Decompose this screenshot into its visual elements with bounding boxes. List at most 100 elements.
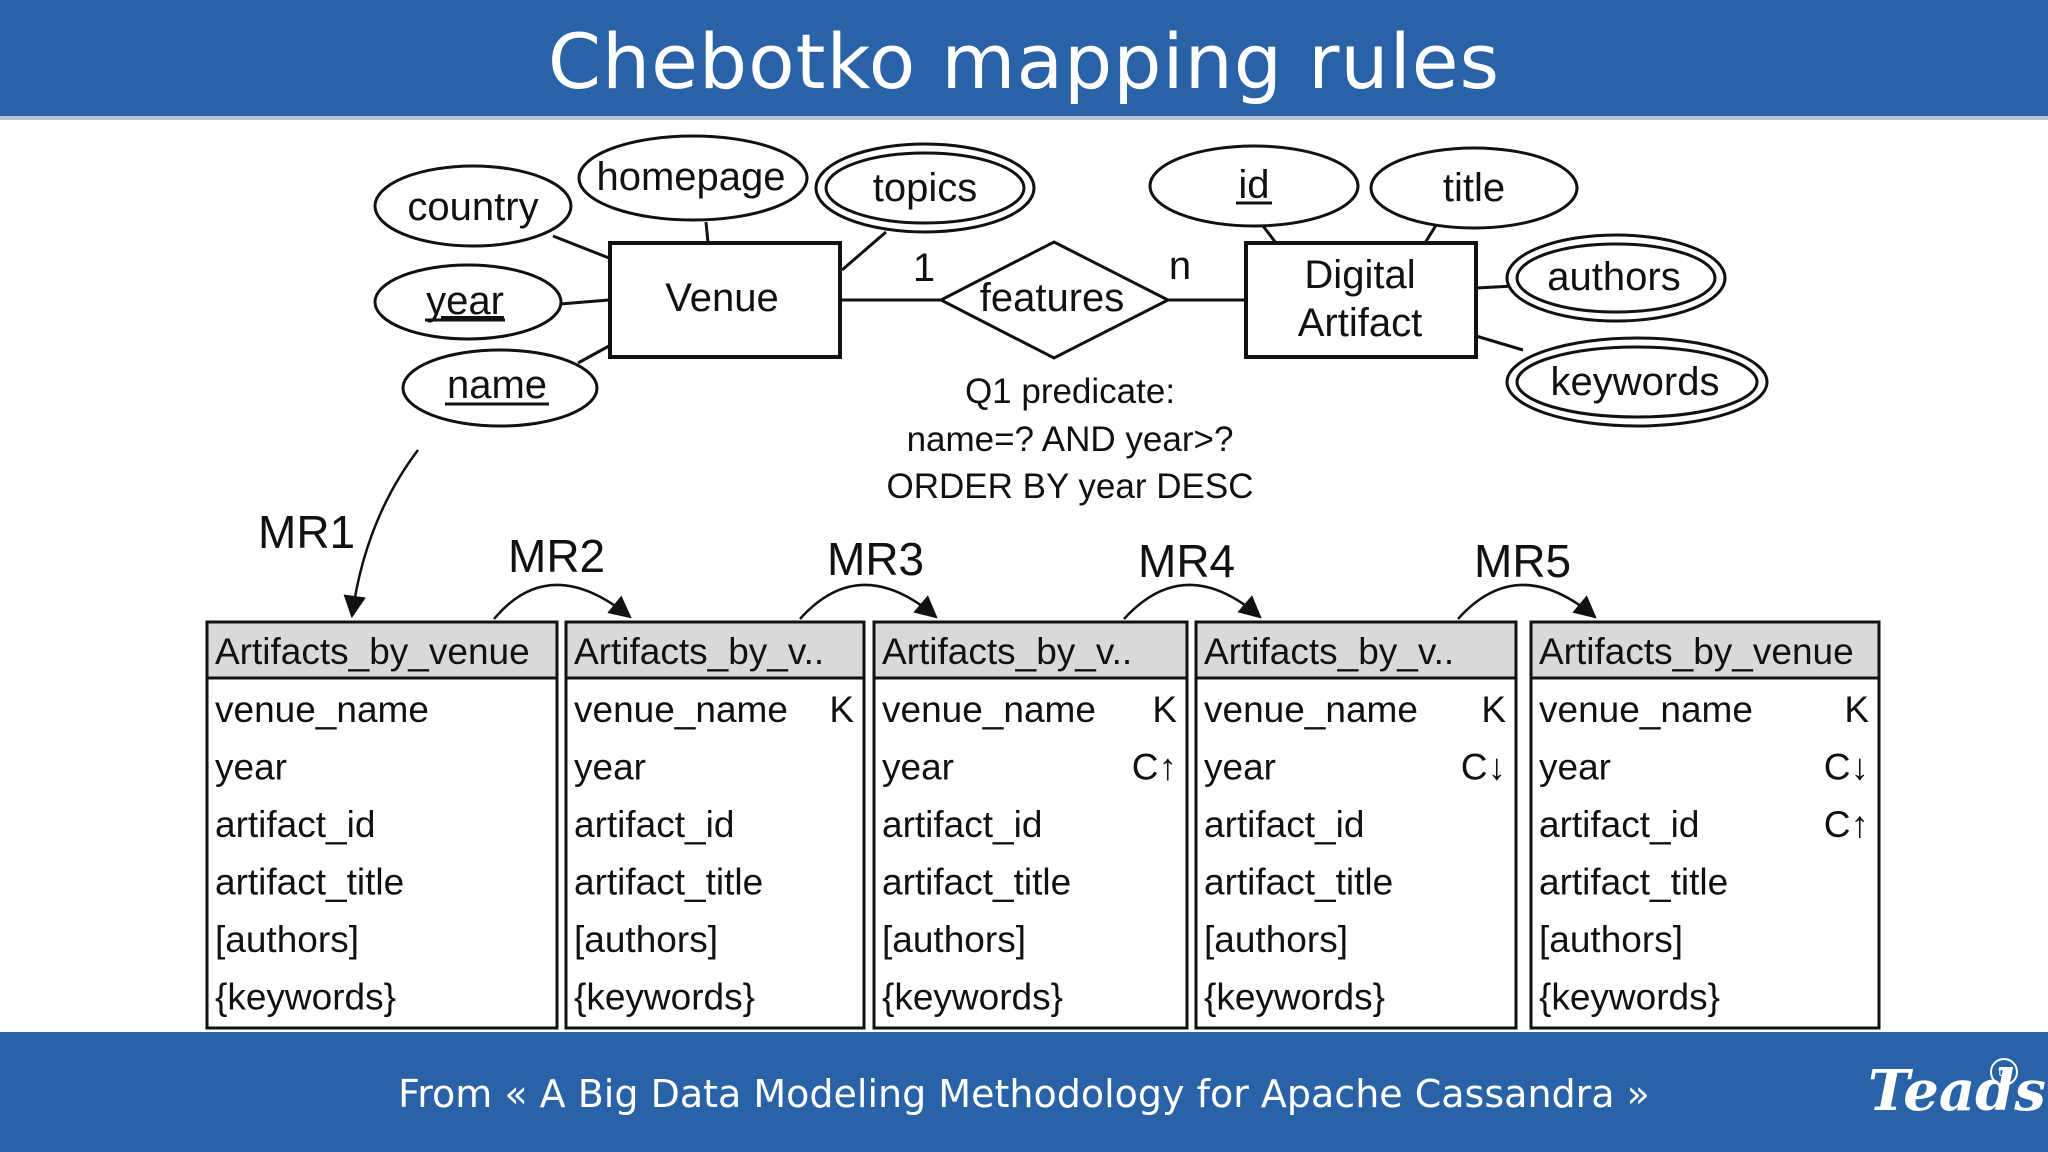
attribute-authors: authors — [1505, 233, 1727, 323]
source-caption: From « A Big Data Modeling Methodology f… — [398, 1072, 1650, 1116]
table-border — [1194, 620, 1518, 1030]
column-name: {keywords} — [882, 977, 1063, 1018]
column-name: year — [882, 747, 954, 788]
column-key-tag: K — [1152, 689, 1177, 730]
connector-year-venue — [559, 298, 610, 306]
column-name: artifact_id — [574, 804, 734, 845]
query-predicate: Q1 predicate: name=? AND year>? ORDER BY… — [887, 372, 1254, 506]
connector-name-venue — [577, 344, 610, 365]
svg-text:Artifact: Artifact — [1298, 301, 1422, 345]
column-name: [authors] — [574, 919, 718, 960]
column-name: artifact_id — [882, 804, 1042, 845]
entity-digital-artifact: Digital Artifact — [1244, 241, 1478, 359]
column-name: venue_name — [1539, 689, 1753, 730]
attribute-topics: topics — [814, 142, 1036, 234]
mr5-label: MR5 — [1474, 535, 1571, 587]
attribute-id: id — [1148, 144, 1360, 228]
mr3-label: MR3 — [827, 533, 924, 585]
column-key-tag: C↓ — [1824, 747, 1869, 788]
table-header-bg — [1531, 622, 1879, 678]
table-name: Artifacts_by_v.. — [1204, 631, 1454, 672]
mr1-arrow — [343, 449, 419, 619]
column-name: {keywords} — [215, 977, 396, 1018]
svg-text:authors: authors — [1547, 255, 1680, 299]
svg-text:country: country — [407, 185, 538, 229]
slide-header: Chebotko mapping rules — [0, 0, 2048, 120]
svg-text:topics: topics — [873, 166, 978, 210]
column-name: venue_name — [1204, 689, 1418, 730]
column-name: year — [215, 747, 287, 788]
slide-title: Chebotko mapping rules — [547, 17, 1501, 106]
cardinality-one: 1 — [913, 246, 935, 290]
column-name: artifact_title — [574, 862, 763, 903]
table-border — [872, 620, 1189, 1030]
predicate-line-2: name=? AND year>? — [907, 420, 1234, 459]
column-key-tag: C↓ — [1461, 747, 1506, 788]
column-name: {keywords} — [574, 977, 755, 1018]
mr5-arrow — [1457, 583, 1597, 620]
column-name: artifact_id — [1204, 804, 1364, 845]
table-border — [564, 620, 866, 1030]
column-name: year — [574, 747, 646, 788]
table-1: Artifacts_by_venuevenue_nameyearartifact… — [205, 620, 559, 1030]
mr4-arrow — [1123, 583, 1262, 620]
attribute-country: country — [373, 164, 573, 248]
tv-badge: tv — [1990, 1058, 2018, 1086]
svg-text:homepage: homepage — [596, 155, 785, 199]
column-name: {keywords} — [1539, 977, 1720, 1018]
column-name: artifact_id — [215, 804, 375, 845]
table-name: Artifacts_by_v.. — [882, 631, 1132, 672]
connector-homepage-venue — [704, 221, 710, 244]
column-key-tag: K — [829, 689, 854, 730]
column-name: [authors] — [1539, 919, 1683, 960]
attribute-title: title — [1369, 146, 1579, 230]
column-name: artifact_title — [1204, 862, 1393, 903]
attribute-year: year — [373, 263, 563, 341]
relationship-features: features — [937, 240, 1172, 360]
column-key-tag: C↑ — [1824, 804, 1869, 845]
svg-text:year: year — [426, 279, 504, 323]
column-name: year — [1539, 747, 1611, 788]
svg-text:keywords: keywords — [1551, 360, 1720, 404]
slide-footer: From « A Big Data Modeling Methodology f… — [0, 1032, 2048, 1152]
table-name: Artifacts_by_v.. — [574, 631, 824, 672]
column-name: [authors] — [1204, 919, 1348, 960]
table-header-bg — [207, 622, 557, 678]
attribute-keywords: keywords — [1505, 336, 1769, 428]
mr4-label: MR4 — [1138, 535, 1235, 587]
svg-text:Digital: Digital — [1304, 253, 1415, 297]
svg-text:title: title — [1443, 166, 1505, 210]
entity-venue: Venue — [608, 241, 842, 359]
attribute-homepage: homepage — [577, 134, 809, 222]
svg-text:id: id — [1238, 163, 1269, 207]
table-border — [205, 620, 559, 1030]
cardinality-many: n — [1169, 244, 1191, 288]
connector-country-venue — [552, 234, 610, 260]
column-key-tag: K — [1844, 689, 1869, 730]
mr3-arrow — [799, 583, 938, 620]
column-name: venue_name — [882, 689, 1096, 730]
teads-logo: Teads tv — [1868, 1056, 2046, 1126]
column-name: [authors] — [215, 919, 359, 960]
mapping-rules: MR1 MR2 MR3 MR4 MR5 — [258, 449, 1597, 620]
column-key-tag: K — [1481, 689, 1506, 730]
column-name: [authors] — [882, 919, 1026, 960]
column-name: artifact_title — [1539, 862, 1728, 903]
table-name: Artifacts_by_venue — [1539, 631, 1854, 672]
connector-keywords-artifact — [1475, 334, 1524, 352]
predicate-line-1: Q1 predicate: — [965, 372, 1175, 411]
attribute-name: name — [401, 348, 599, 428]
svg-text:name: name — [447, 363, 547, 407]
svg-text:features: features — [980, 276, 1125, 320]
column-name: artifact_title — [215, 862, 404, 903]
connector-topics-venue — [841, 230, 887, 272]
table-header-bg — [1196, 622, 1516, 678]
predicate-line-3: ORDER BY year DESC — [887, 467, 1254, 506]
column-name: venue_name — [574, 689, 788, 730]
table-name: Artifacts_by_venue — [215, 631, 530, 672]
